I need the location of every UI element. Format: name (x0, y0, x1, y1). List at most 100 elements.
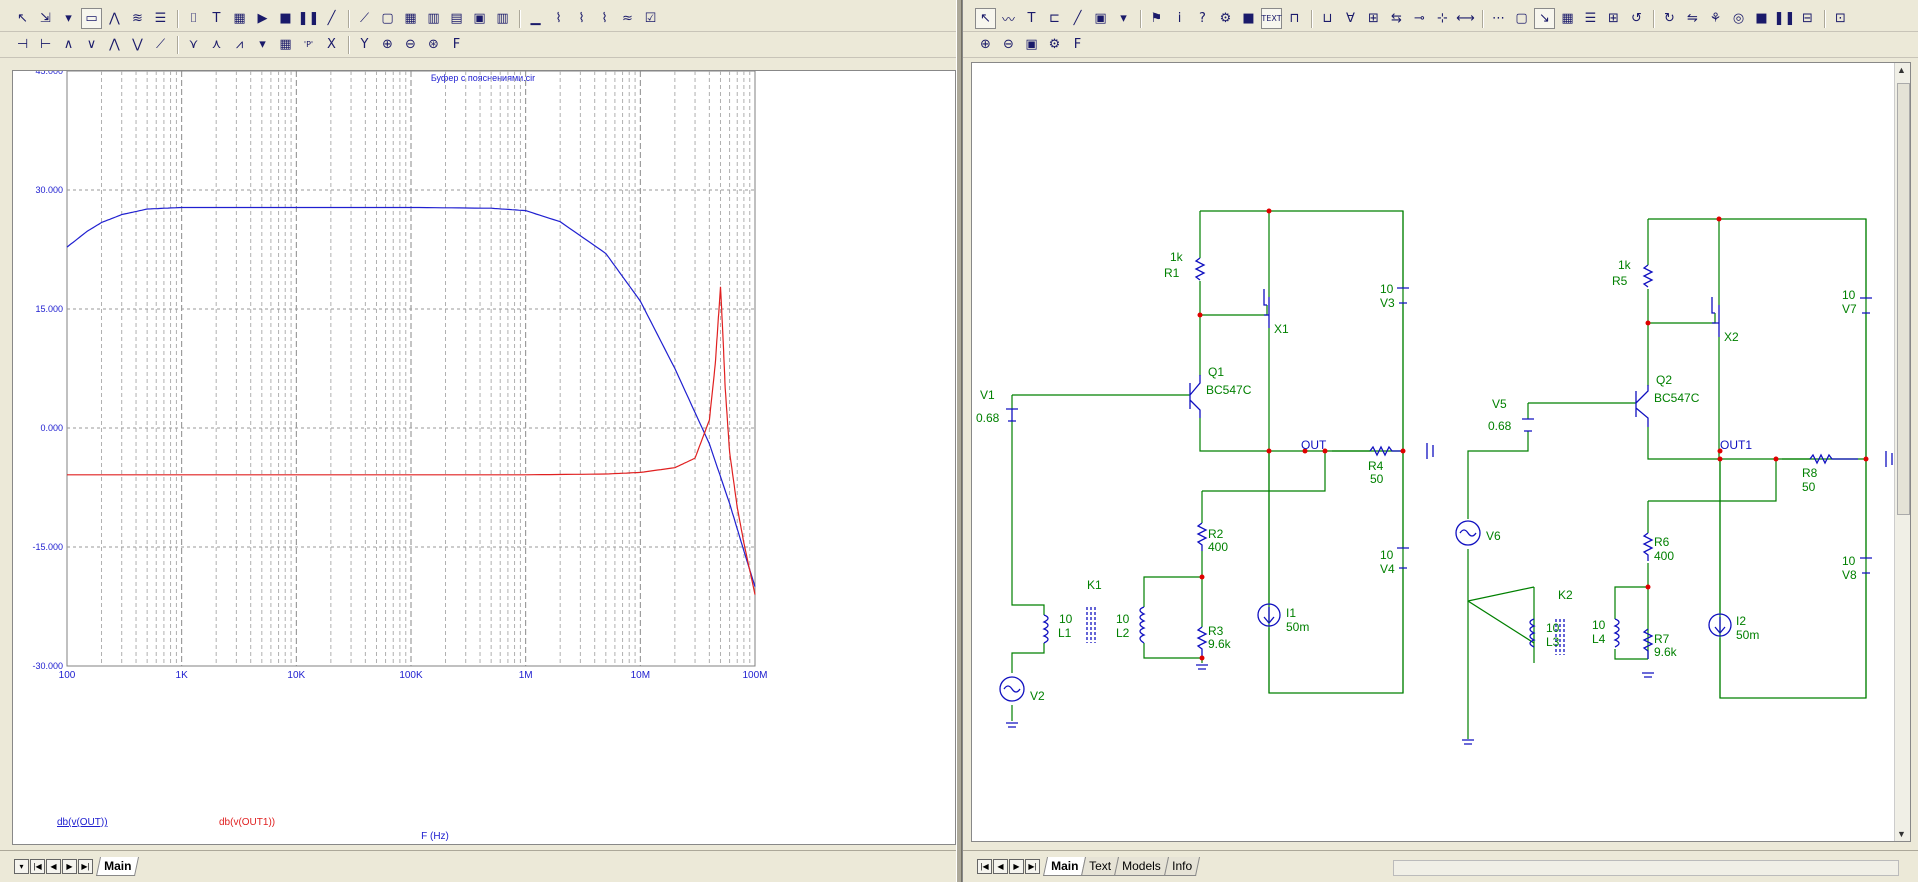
low-icon[interactable]: ⋁ (132, 37, 143, 52)
cursor5-icon[interactable]: ≈ (622, 11, 633, 26)
info-icon[interactable]: i (1177, 11, 1182, 26)
inflection-icon[interactable]: ⩘ (235, 37, 244, 52)
valley2-icon[interactable]: ⋎ (188, 37, 199, 52)
resistor-r4[interactable] (1369, 445, 1402, 457)
properties-icon[interactable]: ▦ (233, 11, 246, 26)
tool5-icon[interactable]: ⇆ (1391, 11, 1402, 26)
peak-icon[interactable]: ∧ (63, 37, 74, 52)
probe-icon[interactable]: ⚙ (1219, 11, 1232, 26)
flip-icon[interactable]: ⊞ (1608, 11, 1619, 26)
peaks2-icon[interactable]: ⋏ (211, 37, 222, 52)
tool8-icon[interactable]: ⟷ (1456, 11, 1475, 26)
color-icon[interactable]: ■ (1242, 11, 1255, 26)
legend-out[interactable]: db(v(OUT)) (57, 817, 108, 828)
line-icon[interactable]: ╱ (327, 11, 336, 26)
source-v4[interactable] (1397, 547, 1409, 569)
cursor-left-icon[interactable]: ⊣ (16, 37, 29, 52)
ymax-icon[interactable]: Y (360, 37, 369, 52)
run-icon[interactable]: ▶ (257, 11, 268, 26)
grid3-icon[interactable]: ▤ (450, 11, 463, 26)
slope-icon[interactable]: ⟋ (155, 37, 166, 52)
gear-icon[interactable]: ⚙ (1048, 37, 1061, 52)
bottom-icon[interactable]: ▁ (530, 11, 541, 26)
tag-icon[interactable]: 'P' (303, 40, 314, 49)
resistor-r3[interactable] (1196, 626, 1208, 657)
resistor-r1[interactable] (1194, 257, 1206, 281)
rotate-icon[interactable]: ↺ (1631, 11, 1642, 26)
inductor-l4[interactable] (1613, 618, 1620, 648)
resistor-r7[interactable] (1642, 628, 1654, 659)
scroll-thumb[interactable] (1897, 83, 1910, 515)
misc2-icon[interactable]: ⊡ (1835, 11, 1846, 26)
window-icon[interactable]: ▭ (81, 8, 102, 29)
source-v2[interactable] (999, 676, 1025, 702)
cursor4-icon[interactable]: ⌇ (601, 11, 608, 26)
mirror-icon[interactable]: ⇋ (1687, 11, 1698, 26)
nav-dropdown-icon[interactable]: ▾ (14, 859, 29, 874)
nav-first-icon[interactable]: |◀ (977, 859, 992, 874)
resistor-r2[interactable] (1196, 522, 1208, 551)
font-icon[interactable]: F (452, 37, 461, 52)
zoom-in-icon[interactable]: ⊕ (382, 37, 393, 52)
resistor-r8[interactable] (1809, 453, 1858, 465)
tool3-icon[interactable]: ∀ (1346, 11, 1355, 26)
source-v6[interactable] (1455, 520, 1481, 546)
tool6-icon[interactable]: ⊸ (1414, 11, 1425, 26)
tab-main[interactable]: Main (95, 857, 140, 876)
wire-icon[interactable]: 〰 (1001, 13, 1015, 28)
camera-icon[interactable]: ▣ (1025, 37, 1038, 52)
spectrum-icon[interactable]: ≋ (132, 11, 143, 26)
legend-out1[interactable]: db(v(OUT1)) (219, 817, 275, 828)
select-icon[interactable]: ↘ (1534, 8, 1555, 29)
schematic-vertical-scrollbar[interactable]: ▲ ▼ (1894, 63, 1910, 841)
dropdown-icon[interactable]: ▾ (1120, 11, 1127, 26)
schematic-horizontal-scrollbar[interactable] (1393, 860, 1899, 876)
text-icon[interactable]: T (212, 11, 221, 26)
source-v8[interactable] (1860, 557, 1872, 574)
find-icon[interactable]: ⚘ (1709, 11, 1722, 26)
source-v3[interactable] (1397, 287, 1409, 304)
transistor-q1[interactable] (1189, 375, 1201, 418)
source-v5[interactable] (1522, 418, 1534, 432)
table-icon[interactable]: ▦ (279, 37, 292, 52)
nav-first-icon[interactable]: |◀ (30, 859, 45, 874)
source-v7[interactable] (1860, 297, 1872, 314)
text-tag-icon[interactable]: TEXT (1261, 8, 1282, 29)
pane-splitter[interactable] (956, 0, 962, 882)
line2-icon[interactable]: ⟋ (359, 11, 370, 26)
align-icon[interactable]: ☰ (1584, 11, 1597, 26)
dropdown-icon[interactable]: ▾ (65, 11, 72, 26)
scroll-up-icon[interactable]: ▲ (1897, 65, 1906, 75)
peaks-icon[interactable]: ⋀ (109, 11, 120, 26)
coupling-k1[interactable] (1086, 607, 1096, 643)
binoculars-icon[interactable]: ◎ (1732, 11, 1745, 26)
tool7-icon[interactable]: ⊹ (1437, 11, 1448, 26)
font-icon[interactable]: F (1073, 37, 1082, 52)
dropdown-icon[interactable]: ▾ (259, 37, 266, 52)
nav-prev-icon[interactable]: ◀ (46, 859, 61, 874)
align-icon[interactable]: ☰ (154, 11, 167, 26)
pause-icon[interactable]: ❚❚ (1773, 11, 1796, 26)
zoom-fit-icon[interactable]: ⊛ (428, 37, 439, 52)
high-icon[interactable]: ⋀ (109, 37, 120, 52)
tool2-icon[interactable]: ⊔ (1322, 11, 1333, 26)
help-icon[interactable]: ? (1199, 11, 1206, 26)
inductor-l2[interactable] (1139, 606, 1146, 644)
nav-last-icon[interactable]: ▶| (1025, 859, 1040, 874)
grid5-icon[interactable]: ▥ (496, 11, 509, 26)
nav-next-icon[interactable]: ▶ (1009, 859, 1024, 874)
scale-icon[interactable]: ⇲ (40, 11, 51, 26)
misc-icon[interactable]: ⊟ (1802, 11, 1813, 26)
cursor-icon[interactable]: ↖ (975, 8, 996, 29)
tab-info[interactable]: Info (1164, 857, 1201, 876)
rect-icon[interactable]: ▢ (1515, 11, 1528, 26)
cursor2-icon[interactable]: ⌇ (555, 11, 562, 26)
resistor-r6[interactable] (1642, 532, 1654, 561)
text-icon[interactable]: T (1027, 11, 1036, 26)
nav-next-icon[interactable]: ▶ (62, 859, 77, 874)
grid4-icon[interactable]: ▣ (473, 11, 486, 26)
frame-icon[interactable]: ▢ (381, 11, 394, 26)
properties-icon[interactable]: ▦ (1561, 11, 1574, 26)
current-source-i1[interactable] (1257, 603, 1281, 627)
valley-icon[interactable]: ∨ (86, 37, 97, 52)
